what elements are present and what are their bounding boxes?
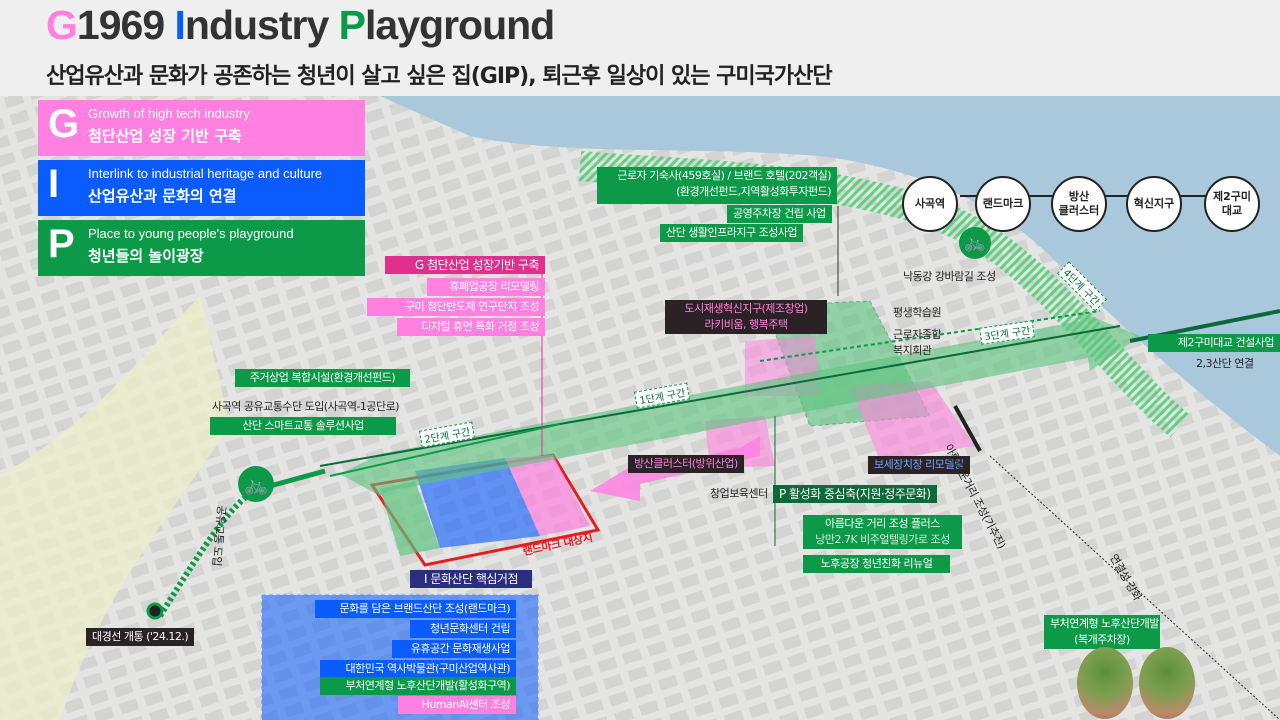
learning-center-label: 평생학습원 (893, 306, 942, 319)
bonded-warehouse-label: 보세장치장 리모델링 (868, 456, 970, 474)
g-group-title: G 첨단산업 성장기반 구축 (385, 256, 545, 274)
shared-transit-note: 사곡역 공유교통수단 도입(사곡역-1공단로) (212, 400, 400, 413)
bridge-label: 제2구미대교 건설사업 (1148, 334, 1280, 352)
covered-parking-label: 부처연계형 노후산단개발 (복개주차장) (1044, 615, 1160, 649)
smart-transit-label: 산단 스마트교통 솔루션사업 (210, 417, 396, 435)
pink-zone-bonded (850, 381, 975, 461)
i-item: 대한민국 역사박물관(구미산업역사관) (320, 660, 516, 678)
g-item: 휴폐업공장 리모델링 (427, 278, 545, 296)
street-title: 아름다운 거리 조성 플러스 (825, 517, 940, 530)
legend-ko: 산업유산과 문화의 연결 (88, 187, 237, 205)
beautiful-street-label: 아름다운 거리 조성 플러스 낭만2.7K 비주얼텔링가로 조성 (803, 515, 962, 549)
river-path-label: 낙동강 강바람길 조성 (903, 270, 996, 283)
landmark-green (380, 481, 440, 556)
route-stop-landmark: 랜드마크 (975, 176, 1031, 232)
header: G1969 Industry Playground 산업유산과 문화가 공존하는… (0, 0, 1280, 96)
route-stop-sagok: 사곡역 (902, 176, 958, 232)
route-stop-defense: 방산 클러스터 (1051, 176, 1107, 232)
legend-g: G Growth of high tech industry 첨단산업 성장 기… (38, 100, 365, 156)
legend-en: Interlink to industrial heritage and cul… (88, 166, 323, 181)
i-item: HumanAI센터 조성 (398, 696, 516, 714)
street-sub: 낭만2.7K 비주얼텔링가로 조성 (815, 533, 950, 546)
legend-en: Growth of high tech industry (88, 106, 250, 121)
welfare-label-1: 근로자종합 (893, 328, 942, 341)
renewal-label: 노후공장 청년친화 리뉴얼 (803, 555, 950, 573)
title-part: P (338, 2, 366, 48)
page-subtitle: 산업유산과 문화가 공존하는 청년이 살고 싶은 집(GIP), 퇴근후 일상이… (46, 64, 833, 89)
urban-regen-label: 도시재생혁신지구(제조창업) 라키비움, 행복주택 (665, 300, 827, 334)
page-title: G1969 Industry Playground (46, 2, 555, 49)
title-part: ndustry (184, 2, 339, 48)
bridge-sub: 2,3산단 연결 (1196, 357, 1254, 370)
p-group-title: P 활성화 중심축(지원·정주문화) (773, 485, 937, 503)
incubator-label: 창업보육센터 (710, 487, 768, 500)
title-part: 1969 (76, 2, 175, 48)
landmark-blue (415, 458, 540, 548)
legend-letter: I (48, 162, 60, 206)
legend-p: P Place to young people's playground 청년들… (38, 220, 365, 276)
infra-label: 산단 생활인프라지구 조성사업 (660, 224, 804, 242)
covered-line1: 부처연계형 노후산단개발 (1050, 617, 1159, 630)
bicycle-icon: 🚲 (959, 227, 991, 259)
g-item: 디지털 휴먼 특화 거점 조성 (397, 318, 545, 336)
title-part: I (174, 2, 186, 48)
urban-title: 도시재생혁신지구(제조창업) (684, 302, 808, 315)
title-part: layground (365, 2, 555, 48)
bicycle-icon: 🚲 (238, 466, 274, 502)
i-item: 유휴공간 문화재생사업 (392, 640, 516, 658)
legend-i: I Interlink to industrial heritage and c… (38, 160, 365, 216)
g-item: 구미 첨단반도체 연구단지 조성 (367, 298, 545, 316)
dorm-hotel-label: 근로자 기숙사(459호실) / 브랜드 호텔(202객실) (환경개선펀드,지… (597, 167, 837, 204)
i-group-title: I 문화산단 핵심거점 (410, 570, 532, 588)
legend-en: Place to young people's playground (88, 226, 294, 241)
legend-letter: P (48, 222, 75, 266)
dorm-line1: 근로자 기숙사(459호실) / 브랜드 호텔(202객실) (617, 169, 831, 182)
parking-label: 공영주차장 건립 사업 (727, 205, 832, 223)
i-item: 부처연계형 노후산단개발(활성화구역) (320, 677, 516, 695)
defense-cluster-label: 방산클러스터(방위산업) (628, 455, 744, 473)
i-item: 문화를 담은 브랜드산단 조성(랜드마크) (315, 600, 516, 618)
covered-line2: (복개주차장) (1074, 633, 1130, 646)
photo-street (1077, 647, 1133, 719)
river (380, 96, 1280, 456)
legend-ko: 청년들의 놀이광장 (88, 247, 204, 265)
title-part: G (46, 2, 78, 48)
site-map: G Growth of high tech industry 첨단산업 성장 기… (0, 96, 1280, 720)
route-stop-innovation: 혁신지구 (1126, 176, 1182, 232)
photo-parking (1139, 647, 1195, 719)
mixed-use-label: 주거상업 복합시설(환경개선펀드) (235, 369, 410, 387)
daegyeong-line-label: 대경선 개통 ('24.12.) (86, 628, 195, 646)
landmark-pink (505, 455, 590, 536)
dorm-line2: (환경개선펀드,지역활성화투자펀드) (676, 185, 831, 198)
welfare-label-2: 복지회관 (893, 344, 932, 357)
legend-ko: 첨단산업 성장 기반 구축 (88, 127, 242, 145)
legend-letter: G (48, 102, 80, 146)
i-item: 청년문화센터 건립 (410, 620, 516, 638)
route-stop-bridge: 제2구미 대교 (1204, 176, 1260, 232)
urban-sub: 라키비움, 행복주택 (704, 318, 788, 331)
